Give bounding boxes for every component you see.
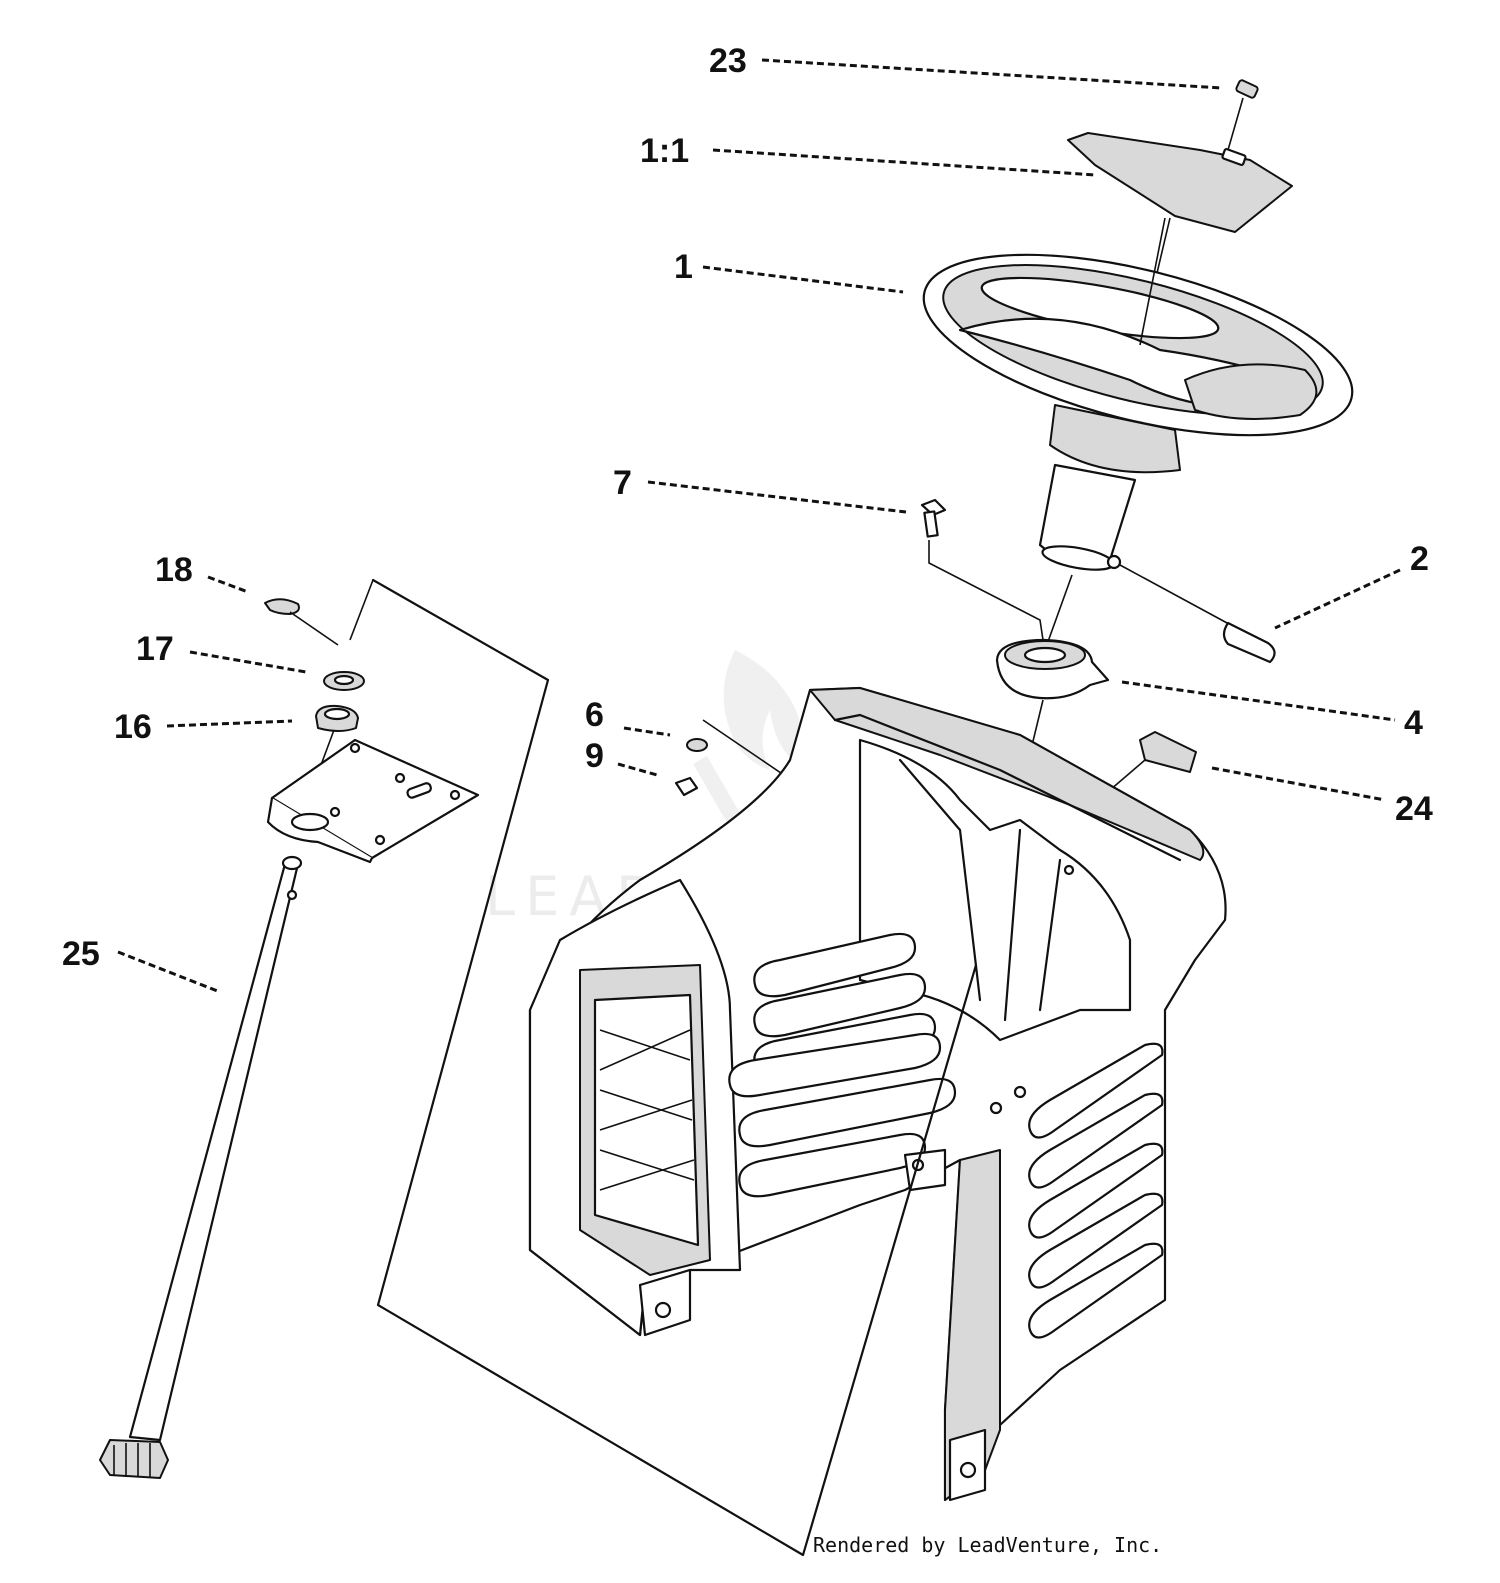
render-credit: Rendered by LeadVenture, Inc.	[813, 1533, 1162, 1557]
callout-16: 16	[114, 708, 152, 746]
callout-18: 18	[155, 551, 193, 589]
part-7-bolt[interactable]	[920, 498, 1044, 641]
dash-panel[interactable]	[528, 686, 1227, 1502]
assembly-bracket	[349, 578, 978, 1557]
part-17-washer[interactable]	[323, 671, 365, 691]
callout-1: 1	[674, 248, 693, 286]
watermark-flame-icon	[723, 650, 803, 770]
callout-4: 4	[1404, 704, 1423, 742]
part-24-clip[interactable]	[1109, 731, 1197, 791]
callout-labels: 23 1:1 1 7 2 18 17 16 6 9 4 24 25	[62, 42, 1433, 973]
callout-9: 9	[585, 737, 604, 775]
part-4-adapter[interactable]	[979, 638, 1110, 961]
leader-lines	[117, 58, 1401, 994]
callout-17: 17	[136, 630, 174, 668]
part-23-clip[interactable]	[1227, 79, 1259, 151]
part-16-bushing[interactable]	[304, 704, 359, 809]
callout-23: 23	[709, 42, 747, 80]
steering-column[interactable]	[1038, 463, 1137, 651]
part-2-pin[interactable]	[1119, 564, 1276, 664]
part-1-1-insert[interactable]	[1067, 132, 1293, 346]
callout-2: 2	[1410, 540, 1429, 578]
part-18-snap-ring[interactable]	[264, 598, 339, 646]
callout-6: 6	[585, 696, 604, 734]
callout-1-1: 1:1	[640, 132, 689, 170]
pinion-gear	[99, 1439, 169, 1479]
mounting-plate[interactable]	[266, 738, 480, 864]
left-vent-grille	[593, 993, 700, 1247]
part-6-washer[interactable]	[686, 738, 708, 752]
part-25-steering-shaft[interactable]	[99, 855, 303, 1479]
callout-24: 24	[1395, 790, 1433, 828]
callout-25: 25	[62, 935, 100, 973]
part-1-steering-wheel[interactable]	[906, 217, 1369, 474]
left-face-slots	[728, 932, 957, 1198]
callout-7: 7	[613, 464, 632, 502]
right-face-slots	[1028, 1042, 1164, 1339]
